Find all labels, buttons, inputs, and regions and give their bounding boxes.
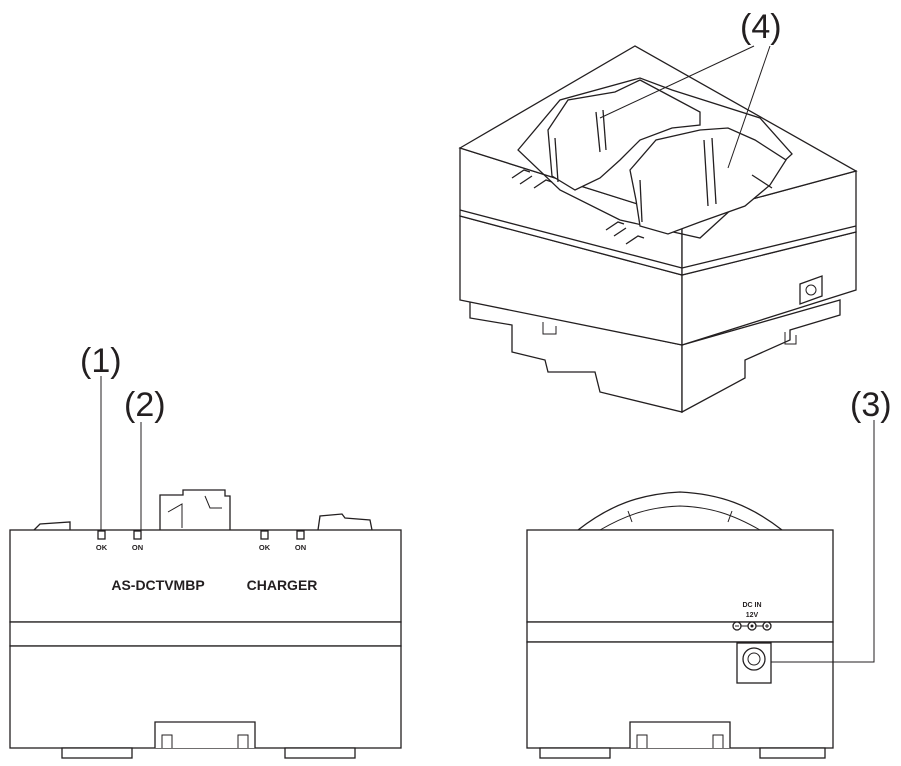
side-middle-band xyxy=(526,621,834,643)
iso-battery-pocket-front xyxy=(629,127,787,235)
led-left-on-label: ON xyxy=(132,543,143,552)
led-right-ok xyxy=(260,530,269,540)
callout-4-leader xyxy=(599,45,755,119)
front-view: OK ON OK ON AS-DCTVMBP CHARGER xyxy=(9,489,402,759)
led-left-ok-label: OK xyxy=(96,543,108,552)
model-label: AS-DCTVMBP xyxy=(111,577,204,593)
side-view: DC IN 12V xyxy=(526,491,834,759)
dc-jack xyxy=(736,642,772,684)
front-upper-body xyxy=(9,529,402,623)
led-right-ok-label: OK xyxy=(259,543,271,552)
polarity-icon xyxy=(732,621,772,631)
led-right-on xyxy=(296,530,305,540)
led-left-on xyxy=(133,530,142,540)
iso-dc-jack xyxy=(799,275,823,305)
dc-in-label: DC IN xyxy=(742,602,761,609)
front-middle-band xyxy=(9,621,402,647)
iso-battery-pocket-back xyxy=(547,79,701,191)
callout-1: (1) xyxy=(80,342,122,380)
callout-4: (4) xyxy=(740,8,782,46)
led-right-on-label: ON xyxy=(295,543,306,552)
isometric-view xyxy=(458,45,858,414)
charger-label: CHARGER xyxy=(247,577,318,593)
side-upper-body xyxy=(526,529,834,623)
callout-3: (3) xyxy=(850,386,892,424)
callout-3-leader xyxy=(771,420,875,663)
voltage-label: 12V xyxy=(746,612,759,619)
led-left-ok xyxy=(97,530,106,540)
callout-2: (2) xyxy=(124,386,166,424)
